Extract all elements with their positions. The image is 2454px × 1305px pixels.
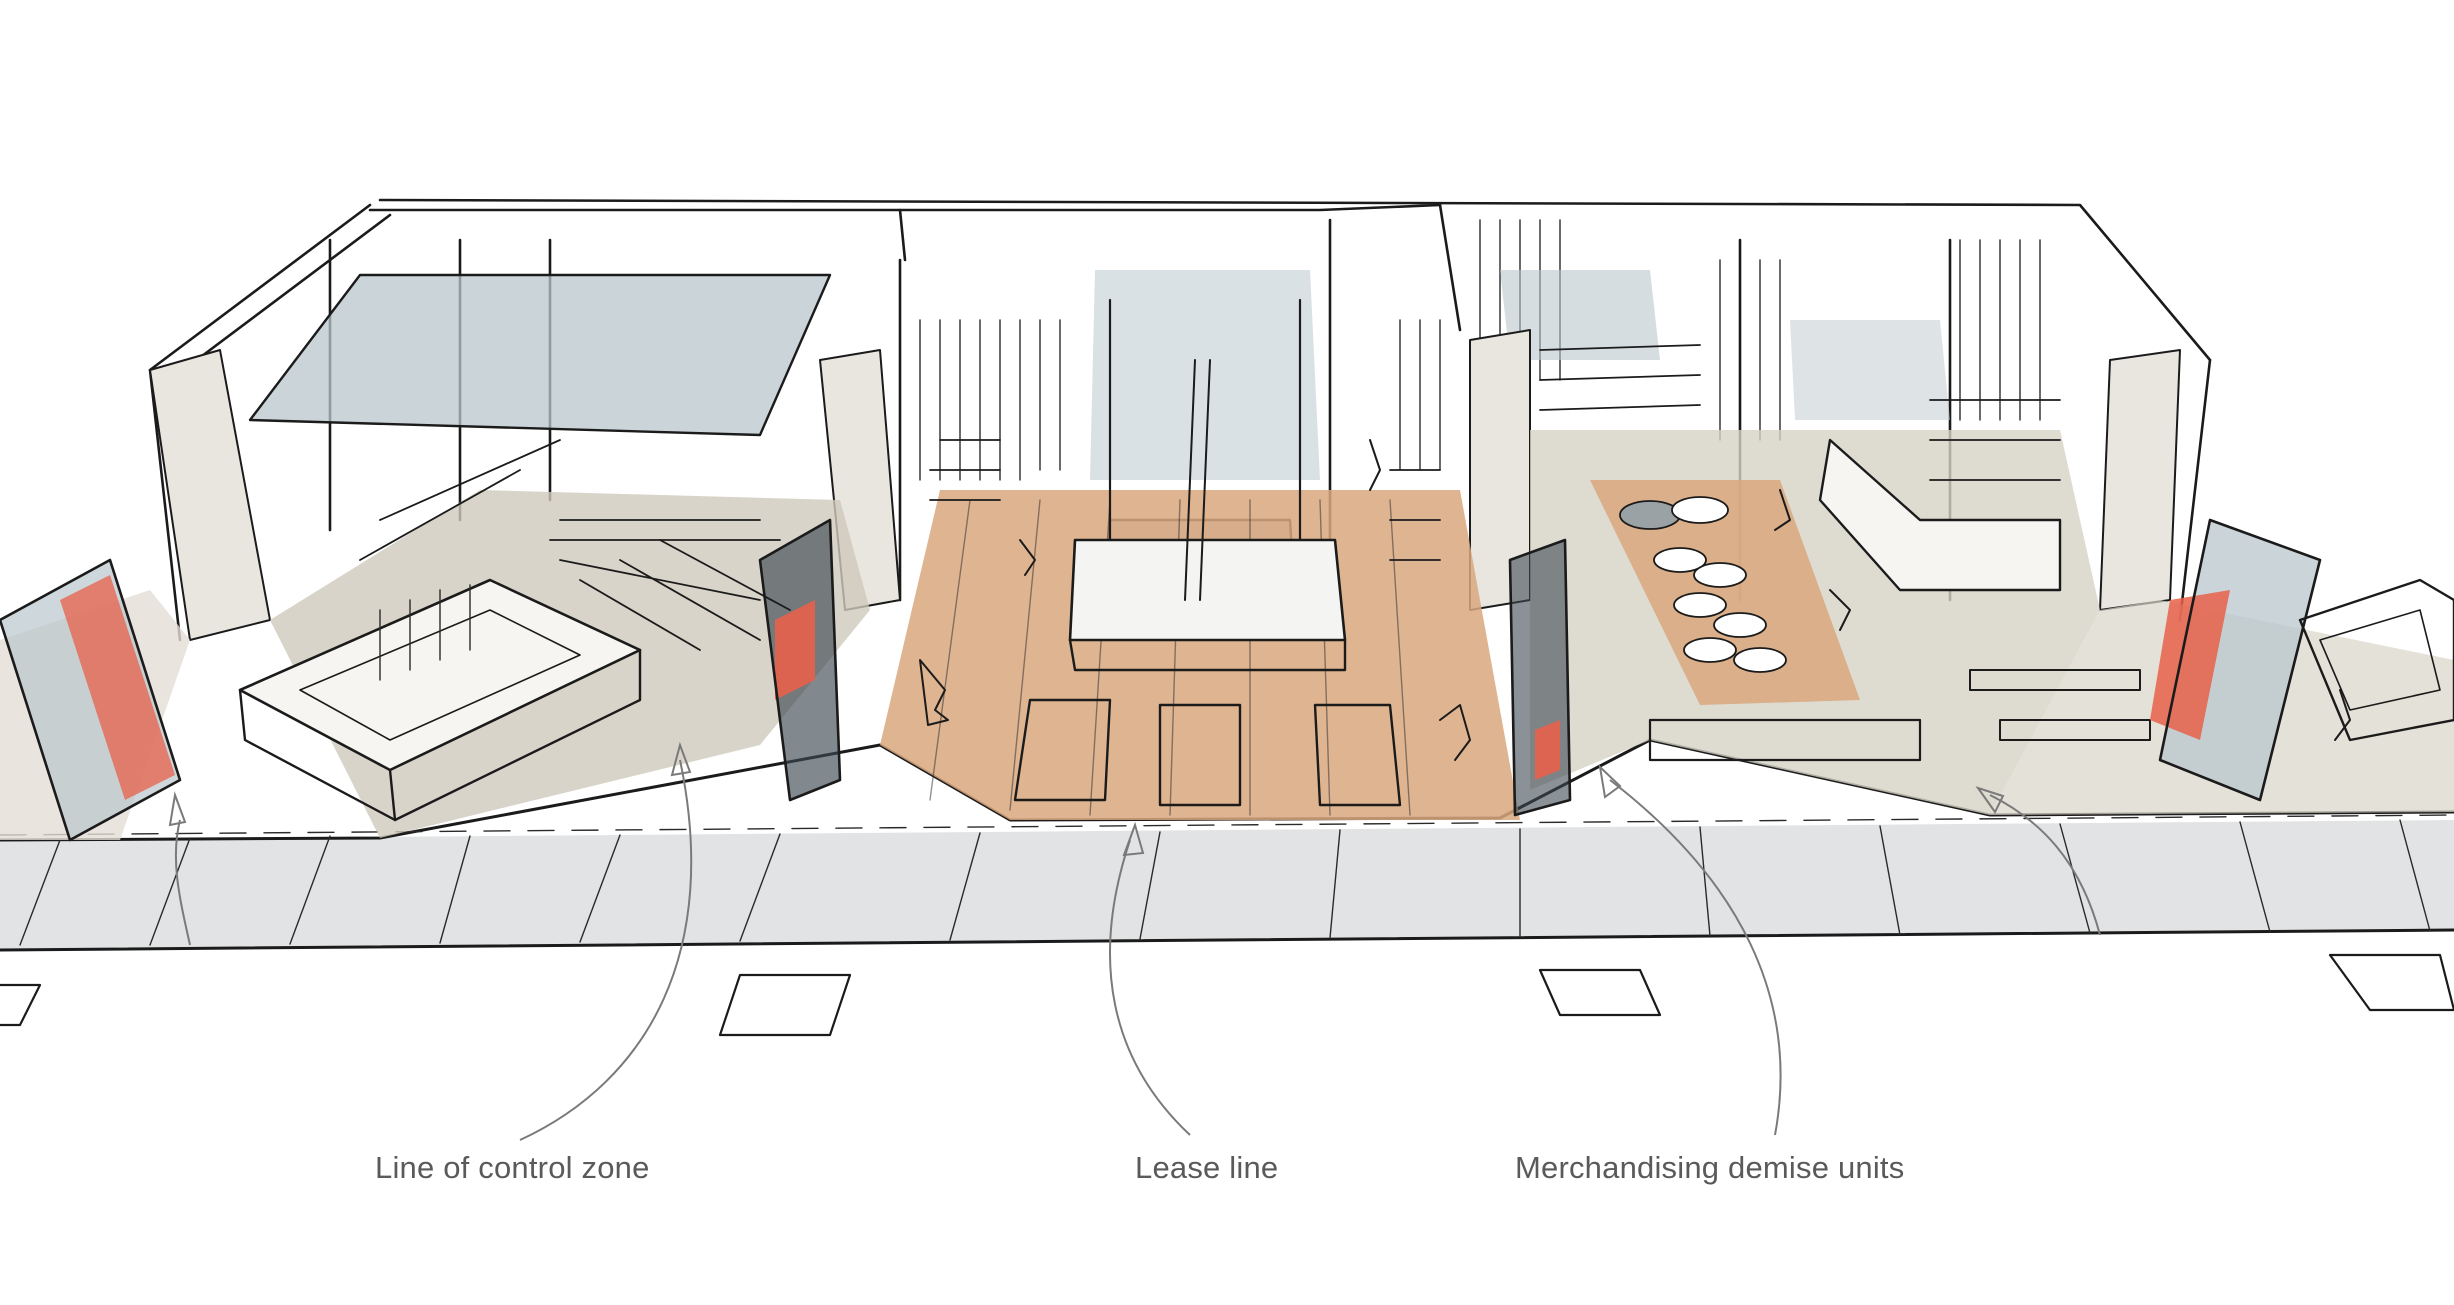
wall-hatching [919,219,2041,481]
glazing [248,270,1950,602]
island-counter-centre [1068,298,1347,672]
island-counter-left [238,578,642,822]
kiosk-right [2298,578,2454,742]
display-tables [1013,698,1402,807]
label-merchandising-demise-units: Merchandising demise units [1515,1150,1905,1185]
shelving-sketch [359,344,2061,651]
window-graphics [0,518,2322,842]
street-drains [0,953,2454,1037]
label-lease-line: Lease line [1135,1150,1279,1185]
lounge-seating [1619,496,1787,673]
label-line-of-control-zone: Line of control zone [375,1150,650,1185]
island-counter-right [1648,438,2151,762]
people-figures [919,439,2351,761]
leader-lines [168,741,2101,1141]
